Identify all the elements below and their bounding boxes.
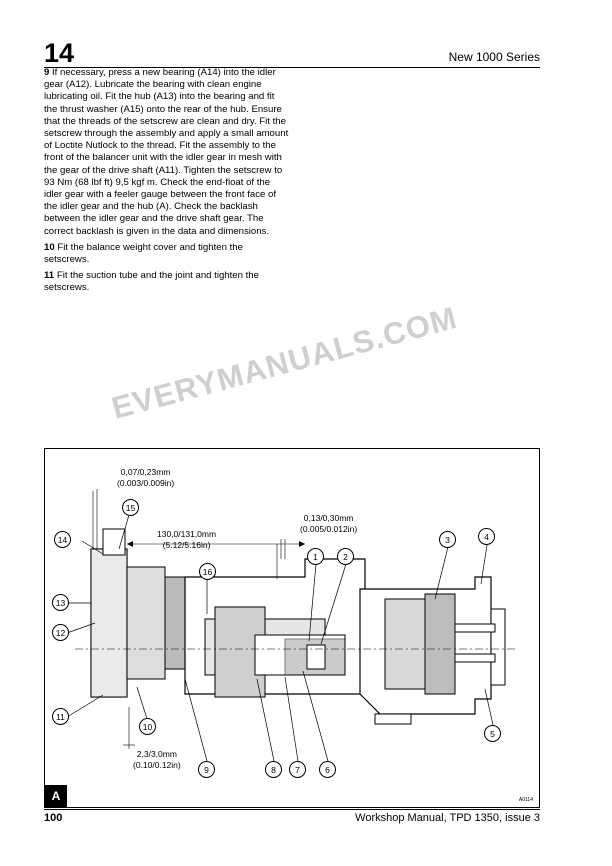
step-11: 11 Fit the suction tube and the joint an…	[44, 270, 259, 294]
callout-9: 9	[198, 761, 215, 778]
balancer-diagram: 0,07/0,23mm(0.003/0.009in) 130,0/131,0mm…	[44, 448, 540, 808]
callout-2: 2	[337, 548, 354, 565]
footer-page-number: 100	[44, 812, 63, 824]
step-9: 9 If necessary, press a new bearing (A14…	[44, 67, 289, 237]
watermark: EVERYMANUALS.COM	[108, 299, 461, 426]
footer-rule	[44, 809, 540, 810]
step-10: 10 Fit the balance weight cover and tigh…	[44, 241, 243, 266]
callout-3: 3	[439, 531, 456, 548]
chapter-number: 14	[44, 38, 75, 68]
diagram-drawing	[66, 489, 515, 762]
callout-14: 14	[54, 531, 71, 548]
dim-shaft-endfloat: 0,13/0,30mm(0.005/0.012in)	[300, 513, 358, 534]
dim-idler-endfloat: 0,07/0,23mm(0.003/0.009in)	[117, 467, 175, 488]
dim-shaft-length: 130,0/131,0mm(5.12/5.16in)	[157, 529, 217, 550]
callout-11: 11	[52, 708, 69, 725]
callout-7: 7	[289, 761, 306, 778]
callout-16: 16	[199, 563, 216, 580]
callout-4: 4	[478, 528, 495, 545]
dim-gear-position: 2,3/3,0mm(0.10/0.12in)	[133, 749, 181, 770]
callout-15: 15	[122, 499, 139, 516]
callout-10: 10	[139, 718, 156, 735]
header-rule	[44, 67, 540, 68]
figure-letter: A	[45, 785, 67, 807]
callout-5: 5	[484, 725, 501, 742]
footer-manual-title: Workshop Manual, TPD 1350, issue 3	[355, 812, 540, 824]
series-title: New 1000 Series	[448, 50, 540, 64]
callout-8: 8	[265, 761, 282, 778]
callout-12: 12	[52, 624, 69, 641]
figure-code: A0114	[518, 797, 533, 803]
callout-1: 1	[307, 548, 324, 565]
callout-6: 6	[319, 761, 336, 778]
procedure-text: 9 If necessary, press a new bearing (A14…	[44, 67, 290, 299]
callout-13: 13	[52, 594, 69, 611]
